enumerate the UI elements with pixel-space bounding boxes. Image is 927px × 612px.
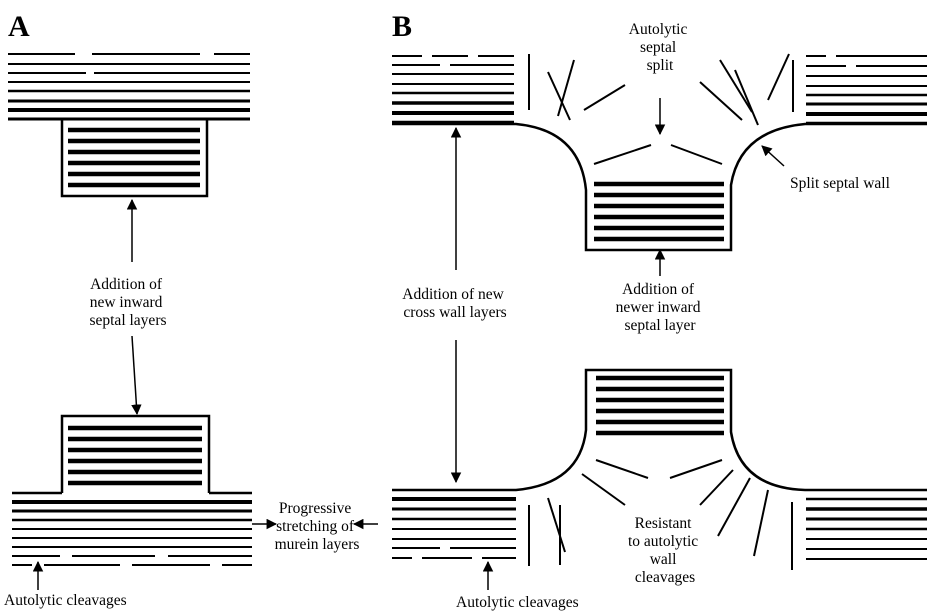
panel-a-addition-arrows	[126, 198, 142, 416]
panel-b-top-right-wall	[806, 55, 927, 125]
panel-b-bottom-septum-layers	[596, 375, 724, 436]
panel-a-top-cell-wall	[8, 53, 250, 121]
panel-b-cleavages-label: Autolytic cleavages	[456, 594, 579, 611]
panel-b-bottom-radial-lines	[528, 459, 793, 570]
panel-b-split-wall-arrow	[761, 145, 785, 167]
panel-b-cross-wall-label: Addition of new cross wall layers	[402, 286, 507, 321]
panel-b-newer-label: Addition of newer inward septal layer	[616, 281, 705, 334]
progressive-stretching-label: Progressive stretching of murein layers	[275, 500, 360, 553]
panel-b-top-left-wall	[392, 55, 514, 124]
panel-a-cleavages-label: Autolytic cleavages	[4, 592, 127, 609]
panel-a-bottom-cell-wall	[12, 491, 252, 566]
panel-b-resistant-label: Resistant to autolytic wall cleavages	[628, 515, 702, 586]
panel-b-bottom-septum-outline	[392, 368, 927, 492]
panel-b-septal-split-label: Autolytic septal split	[629, 21, 691, 74]
panel-b-bottom-left-wall	[392, 497, 516, 559]
panel-b-bottom-right-wall	[806, 497, 927, 560]
panel-a-top-septum	[60, 119, 209, 198]
panel-a-bottom-septum	[60, 414, 211, 493]
panel-b-letter: B	[392, 10, 412, 43]
panel-b-top-septum-layers	[594, 181, 724, 242]
panel-a-addition-label: Addition of new inward septal layers	[89, 276, 166, 329]
panel-b-top-radial-split-lines	[528, 53, 794, 165]
panel-a-letter: A	[8, 10, 30, 43]
panel-b-split-wall-label: Split septal wall	[790, 175, 890, 192]
